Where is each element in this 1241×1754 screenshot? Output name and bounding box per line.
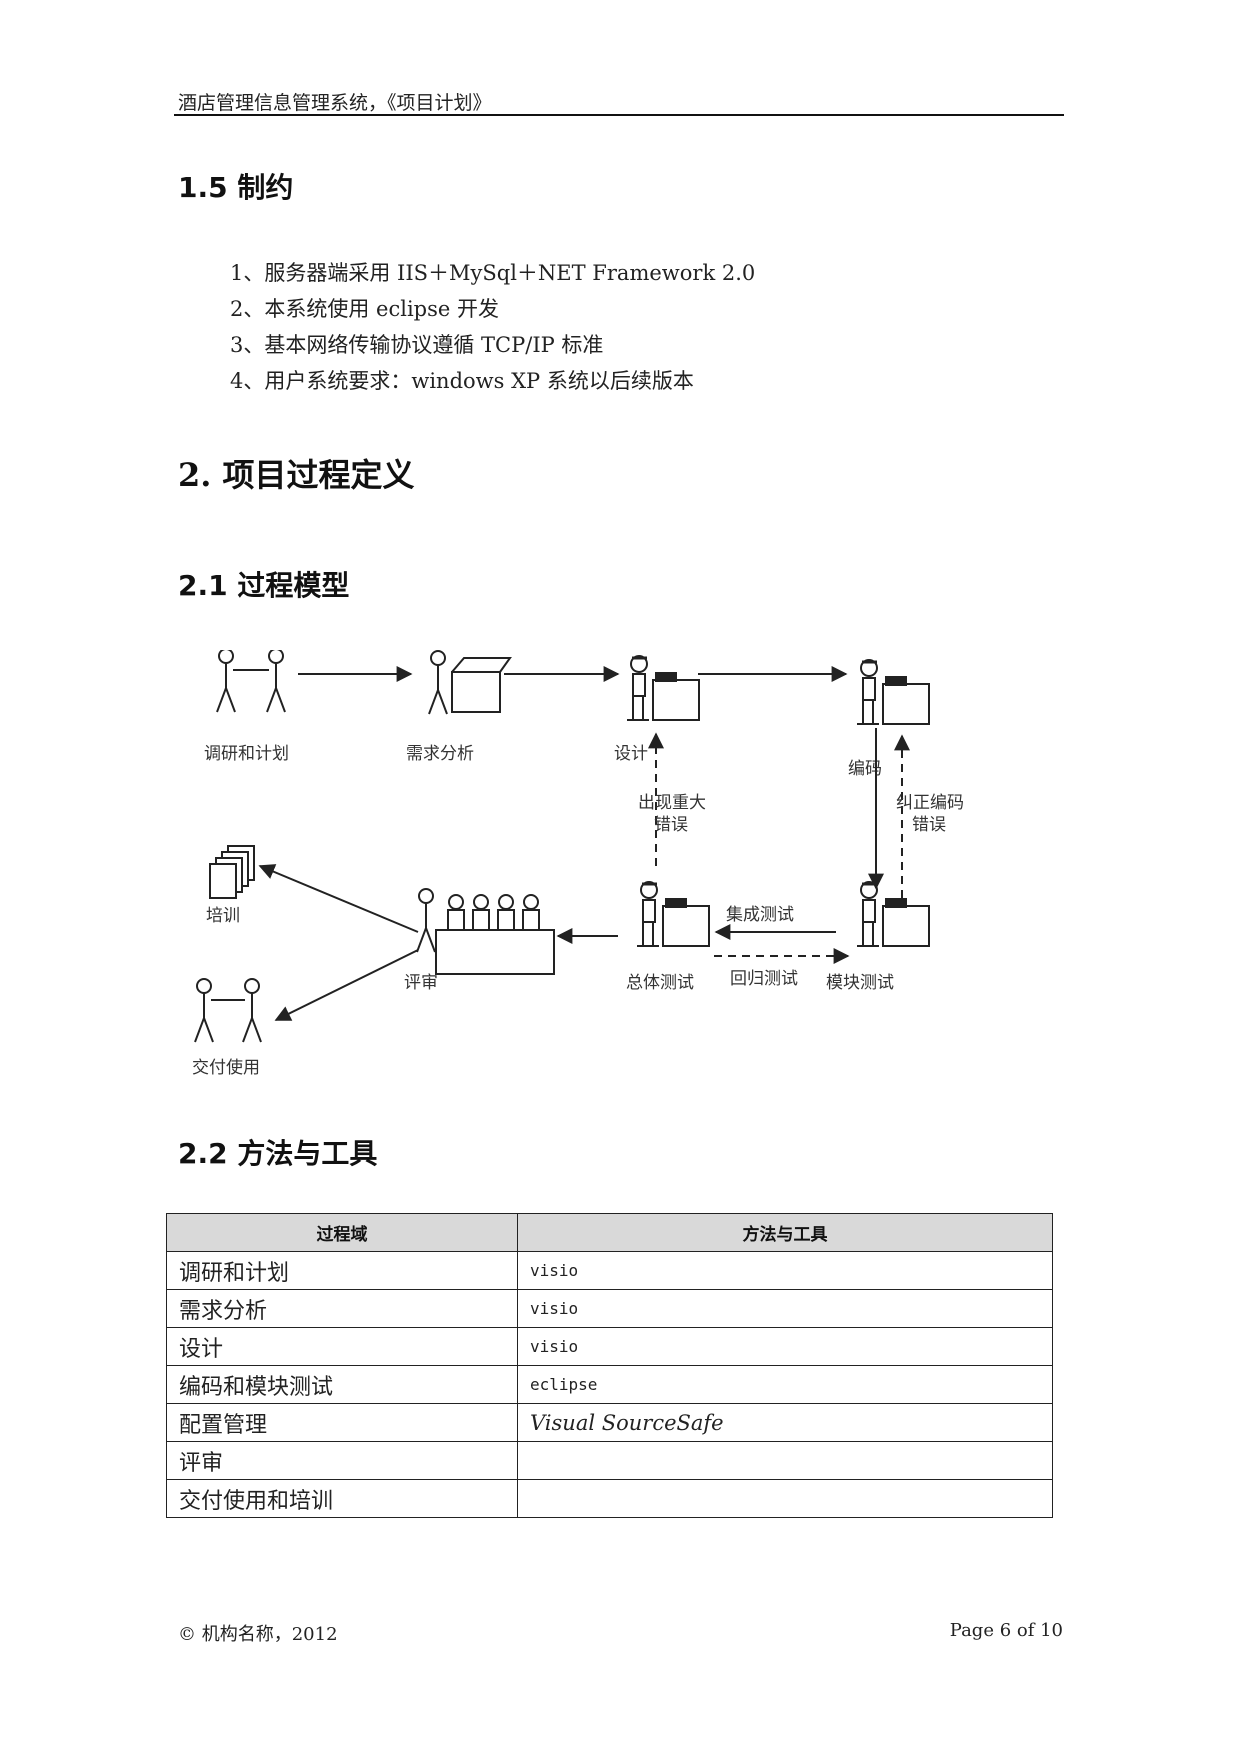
analysis-label: 需求分析 (406, 744, 474, 764)
section-2-heading: 2. 项目过程定义 (178, 450, 415, 496)
tool-cell (518, 1442, 1053, 1480)
module-test-node-icon (857, 882, 929, 946)
process-area-cell: 编码和模块测试 (167, 1366, 518, 1404)
delivery-label: 交付使用 (192, 1057, 260, 1078)
table-row: 需求分析 visio (167, 1290, 1053, 1328)
process-area-cell: 设计 (167, 1328, 518, 1366)
constraint-item-1: 1、服务器端采用 IIS＋MySql＋NET Framework 2.0 (230, 255, 755, 291)
delivery-node-icon (195, 979, 261, 1042)
design-node-icon (627, 656, 699, 720)
tool-cell: eclipse (518, 1366, 1053, 1404)
tool-cell: Visual SourceSafe (518, 1404, 1053, 1442)
running-header: 酒店管理信息管理系统，《项目计划》 (178, 88, 492, 115)
process-area-cell: 配置管理 (167, 1404, 518, 1442)
tool-cell (518, 1480, 1053, 1518)
tool-cell: visio (518, 1252, 1053, 1290)
training-label: 培训 (206, 906, 240, 926)
process-model-diagram: 调研和计划 需求分析 设计 编码 模块测试 总体测试 评审 培训 (186, 650, 1066, 1090)
process-area-cell: 交付使用和培训 (167, 1480, 518, 1518)
research-node-icon (217, 650, 285, 712)
column-header-methods-tools: 方法与工具 (518, 1214, 1053, 1252)
process-area-cell: 需求分析 (167, 1290, 518, 1328)
system-test-label: 总体测试 (626, 973, 694, 993)
header-rule (174, 114, 1064, 116)
constraints-list: 1、服务器端采用 IIS＋MySql＋NET Framework 2.0 2、本… (230, 255, 755, 399)
table-row: 评审 (167, 1442, 1053, 1480)
footer-page-number: Page 6 of 10 (950, 1620, 1063, 1641)
section-1-5-heading: 1.5 制约 (178, 166, 293, 206)
table-row: 设计 visio (167, 1328, 1053, 1366)
constraint-item-4: 4、用户系统要求：windows XP 系统以后续版本 (230, 363, 755, 399)
training-node-icon (210, 846, 254, 898)
fix-error-label-line2: 错误 (912, 815, 946, 835)
research-label: 调研和计划 (204, 744, 289, 764)
major-error-label-line1: 出现重大 (638, 793, 706, 813)
integration-test-label: 集成测试 (726, 905, 794, 925)
review-label: 评审 (404, 973, 438, 993)
table-row: 交付使用和培训 (167, 1480, 1053, 1518)
major-error-label-line2: 错误 (654, 815, 688, 835)
table-row: 调研和计划 visio (167, 1252, 1053, 1290)
process-area-cell: 评审 (167, 1442, 518, 1480)
review-node-icon (417, 889, 554, 974)
coding-node-icon (857, 660, 929, 724)
tool-cell: visio (518, 1290, 1053, 1328)
section-2-2-heading: 2.2 方法与工具 (178, 1132, 377, 1172)
fix-error-label-line1: 纠正编码 (896, 793, 964, 813)
tool-cell: visio (518, 1328, 1053, 1366)
table-header-row: 过程域 方法与工具 (167, 1214, 1053, 1252)
module-test-label: 模块测试 (826, 973, 894, 993)
table-row: 配置管理 Visual SourceSafe (167, 1404, 1053, 1442)
design-label: 设计 (614, 744, 648, 764)
constraint-item-2: 2、本系统使用 eclipse 开发 (230, 291, 755, 327)
process-area-cell: 调研和计划 (167, 1252, 518, 1290)
analysis-node-icon (429, 651, 510, 714)
footer-copyright: © 机构名称，2012 (178, 1620, 338, 1646)
constraint-item-3: 3、基本网络传输协议遵循 TCP/IP 标准 (230, 327, 755, 363)
section-2-1-heading: 2.1 过程模型 (178, 564, 349, 604)
methods-tools-table: 过程域 方法与工具 调研和计划 visio 需求分析 visio 设计 visi… (166, 1213, 1053, 1518)
system-test-node-icon (637, 882, 709, 946)
arrow-review-to-delivery (276, 950, 418, 1020)
arrow-review-to-training (260, 866, 418, 932)
table-row: 编码和模块测试 eclipse (167, 1366, 1053, 1404)
column-header-process-area: 过程域 (167, 1214, 518, 1252)
regression-test-label: 回归测试 (730, 969, 798, 989)
